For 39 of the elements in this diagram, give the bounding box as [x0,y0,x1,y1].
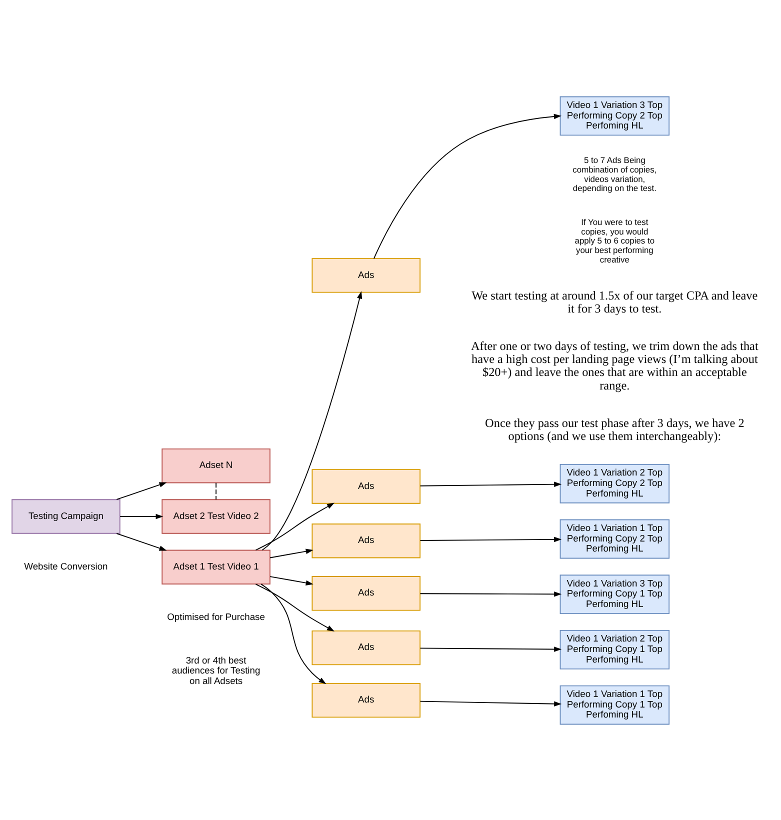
node-box: Video 1 Variation 2 Top Performing Copy 1 Top Perfoming HL [560,629,670,669]
node-box: Adset N [162,448,270,483]
node-box: Adset 1 Test Video 1 [162,549,270,584]
arrow [260,583,326,684]
arrow [420,590,562,596]
node-box: Ads [312,523,421,558]
node-box: Ads [312,682,421,718]
label: If You were to test copies, you would apply 5 to 6 copies to your best performing creative [574,216,655,264]
label: We start testing at around 1.5x of our target CPA and leave it for 3 days to test. [472,288,758,315]
node-label: 3rd or 4th best audiences for Testing on all Adsets [172,654,260,686]
arrow [420,481,562,486]
arrow [262,290,362,550]
arrow [270,548,314,558]
arrow [420,646,562,652]
node-box: Video 1 Variation 1 Top Performing Copy 1 Top Perfoming HL [560,684,670,724]
arrow [120,513,164,519]
label: Once they pass our test phase after 3 days, we have 2 options (and we use them interchangeably): [485,415,744,442]
node-box: Video 1 Variation 1 Top Performing Copy 2 Top Perfoming HL [560,518,670,558]
arrow [420,536,562,542]
arrow [116,532,167,550]
node-box: Ads [312,258,421,292]
node-label: Website Conversion [24,560,108,571]
arrow [255,502,335,550]
arrow [420,700,562,706]
node-box: Ads [312,576,421,610]
label: After one or two days of testing, we trim down the ads that have a high cost per landing page views (I’m talking about $20+) and leave the ones that are within an acceptable range. [470,338,758,392]
arrow [255,583,335,632]
node-box: Video 1 Variation 3 Top Performing Copy 1 Top Perfoming HL [560,574,670,614]
node-box: Ads [312,468,421,504]
node-box: Ads [312,630,421,665]
arrow [373,113,562,259]
label: 5 to 7 Ads Being combination of copies, videos variation, depending on the test. [572,154,657,193]
node-box: Testing Campaign [12,498,120,534]
node-box: Video 1 Variation 3 Top Performing Copy 2 Top Perfoming HL [560,96,670,136]
node-box: Adset 2 Test Video 2 [162,498,270,534]
arrow [270,576,314,585]
node-label: Optimised for Purchase [167,612,265,622]
node-box: Video 1 Variation 2 Top Performing Copy 2 Top Perfoming HL [560,463,670,503]
arrow [116,482,167,500]
